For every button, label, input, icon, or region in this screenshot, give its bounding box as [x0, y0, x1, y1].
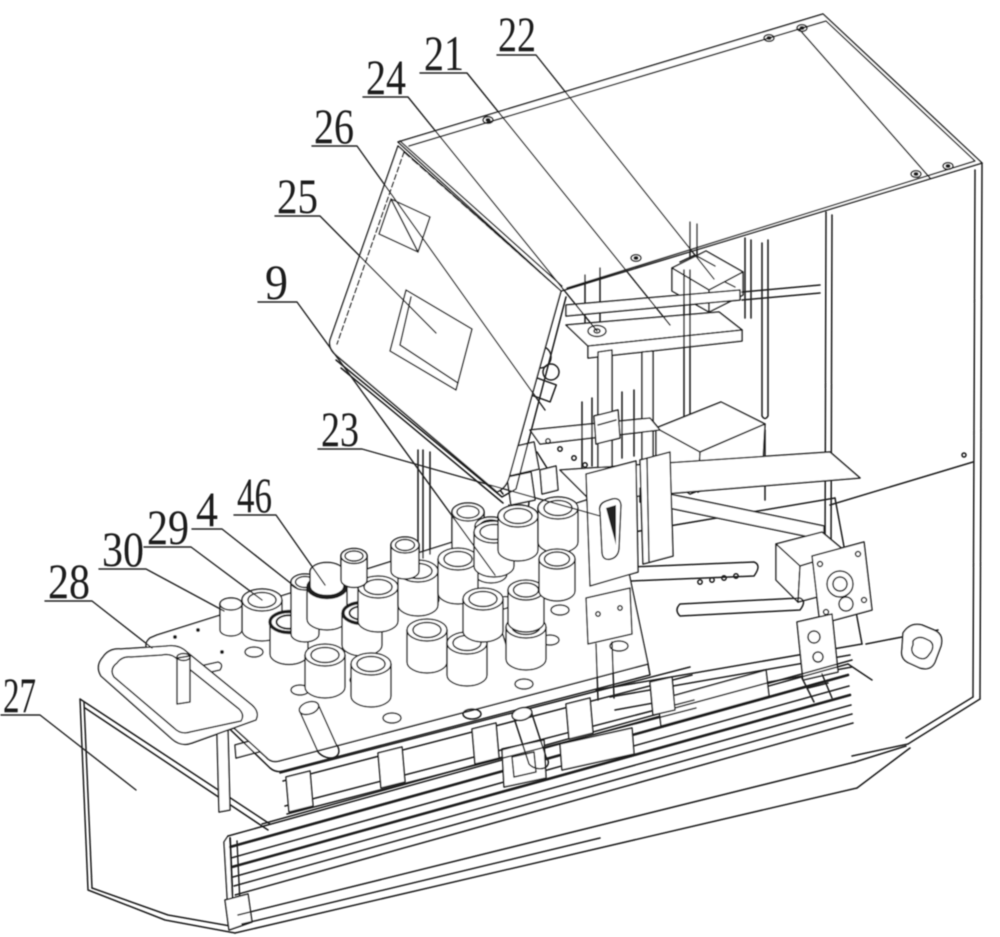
svg-text:9: 9	[265, 254, 288, 310]
svg-text:26: 26	[314, 98, 354, 154]
svg-text:30: 30	[102, 521, 144, 577]
svg-text:28: 28	[48, 553, 90, 609]
svg-text:46: 46	[237, 467, 272, 523]
svg-text:21: 21	[424, 25, 464, 81]
svg-text:27: 27	[3, 667, 36, 723]
svg-text:29: 29	[147, 499, 189, 555]
svg-text:4: 4	[196, 481, 218, 537]
svg-text:24: 24	[366, 49, 406, 105]
svg-text:22: 22	[498, 6, 536, 62]
svg-text:23: 23	[321, 401, 359, 457]
svg-text:25: 25	[277, 168, 318, 224]
